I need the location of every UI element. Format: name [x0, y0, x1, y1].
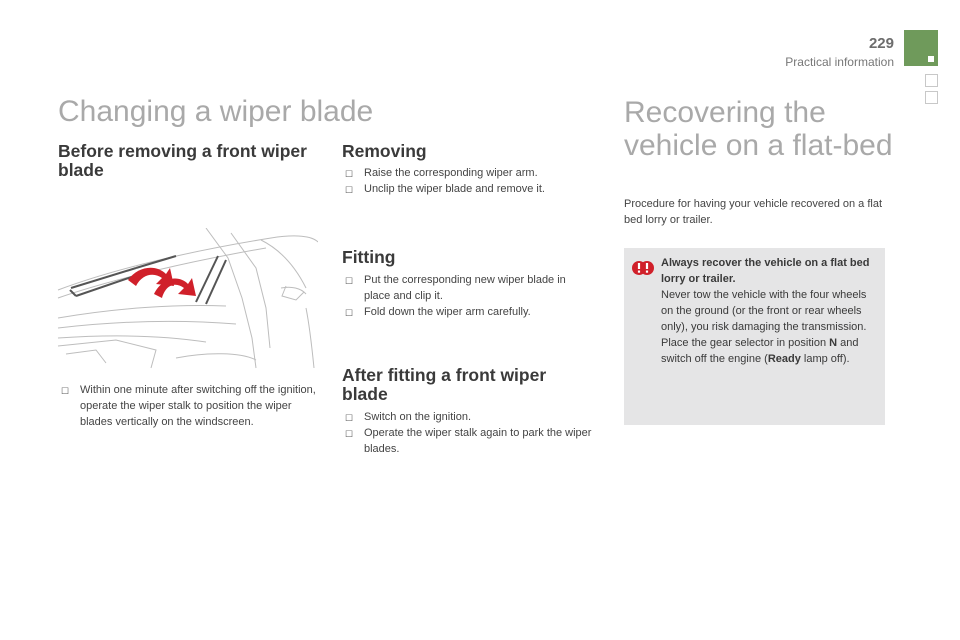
removing-list: ☐Raise the corresponding wiper arm. ☐Unc…: [342, 165, 592, 197]
removing-heading: Removing: [342, 141, 427, 161]
recovering-title: Recovering the vehicle on a flat-bed: [624, 96, 924, 162]
list-item: ☐Unclip the wiper blade and remove it.: [342, 181, 592, 197]
square-checkbox-icon: ☐: [345, 429, 354, 439]
fitting-list: ☐Put the corresponding new wiper blade i…: [342, 272, 592, 320]
page-number: 229: [868, 35, 894, 52]
double-exclamation-warning-icon: [631, 256, 655, 280]
section-title: Practical information: [785, 55, 894, 69]
square-checkbox-icon: ☐: [345, 169, 354, 179]
warning-line1: Never tow the vehicle with the four whee…: [661, 289, 867, 333]
list-item: ☐Fold down the wiper arm carefully.: [342, 304, 592, 320]
section-tab-active: [904, 30, 938, 66]
square-checkbox-icon: ☐: [345, 413, 354, 423]
warning-line2-post: lamp off).: [800, 353, 850, 365]
gear-position-n: N: [829, 337, 838, 349]
section-tab-box: [925, 74, 938, 87]
square-checkbox-icon: ☐: [345, 308, 354, 318]
warning-text: Always recover the vehicle on a flat bed…: [661, 255, 875, 367]
section-tab-box: [925, 91, 938, 104]
warning-line2-mid: and switch off the engine (: [661, 337, 859, 365]
wiper-illustration: [56, 227, 319, 370]
recovery-intro: Procedure for having your vehicle recove…: [624, 198, 883, 226]
after-fitting-heading: After fitting a front wiper blade: [342, 365, 547, 404]
warning-line2-pre: Place the gear selector in position: [661, 337, 830, 349]
list-item: ☐Put the corresponding new wiper blade i…: [345, 274, 566, 302]
fitting-heading: Fitting: [342, 247, 396, 267]
recovering-title-line1: Recovering the: [624, 96, 826, 129]
list-item: ☐Raise the corresponding wiper arm.: [342, 165, 592, 181]
square-checkbox-icon: ☐: [345, 276, 354, 286]
list-item: ☐Operate the wiper stalk again to park t…: [345, 427, 592, 455]
list-item: ☐Within one minute after switching off t…: [61, 384, 316, 428]
square-checkbox-icon: ☐: [345, 185, 354, 195]
ready-lamp-label: Ready: [767, 353, 801, 365]
before-removing-list: ☐Within one minute after switching off t…: [58, 382, 318, 430]
after-fitting-list: ☐Switch on the ignition. ☐Operate the wi…: [342, 409, 592, 457]
list-item: ☐Switch on the ignition.: [342, 409, 592, 425]
warning-bold: Always recover the vehicle on a flat bed…: [661, 257, 870, 285]
square-checkbox-icon: ☐: [61, 386, 70, 396]
recovering-title-line2: vehicle on a flat-bed: [624, 129, 893, 162]
before-removing-heading: Before removing a front wiper blade: [58, 141, 307, 180]
warning-box: Always recover the vehicle on a flat bed…: [624, 248, 885, 425]
changing-wiper-title: Changing a wiper blade: [58, 95, 374, 128]
